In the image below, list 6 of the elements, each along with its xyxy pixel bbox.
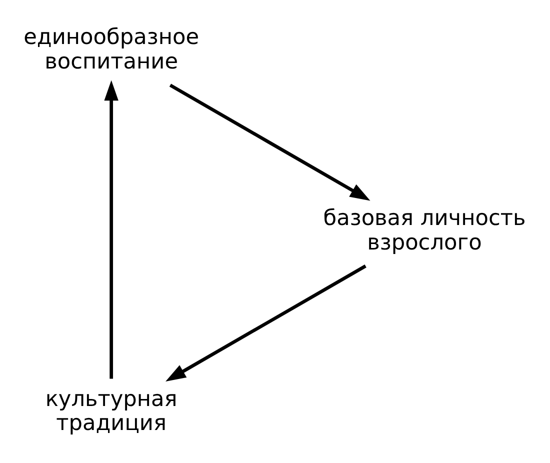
arrow — [169, 83, 370, 200]
node-text: базовая личность взрослого — [323, 205, 526, 255]
arrow — [166, 264, 366, 381]
arrow — [104, 80, 118, 378]
node-text: единообразное воспитание — [24, 24, 200, 74]
node-text: культурная традиция — [45, 386, 178, 436]
